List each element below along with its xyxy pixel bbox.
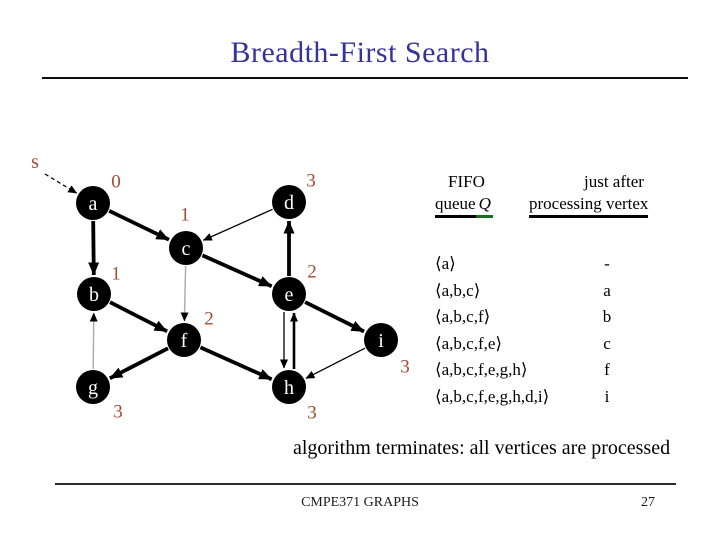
queue-contents: ⟨a,b,c,f⟩ <box>435 307 491 327</box>
queue-word: queue <box>435 194 476 218</box>
node-letter-c: c <box>182 238 191 260</box>
edge-f-h <box>199 345 273 381</box>
edge-b-f <box>109 300 168 334</box>
queue-contents: ⟨a⟩ <box>435 254 456 273</box>
graph-node-e <box>272 277 306 311</box>
graph-node-b <box>77 277 111 311</box>
queue-row: ⟨a,b,c⟩ a <box>435 278 655 305</box>
node-letter-h: h <box>284 377 294 399</box>
edge-a-b <box>88 220 100 276</box>
processed-vertex: a <box>603 280 611 300</box>
queue-contents: ⟨a,b,c,f,e⟩ <box>435 333 503 353</box>
termination-caption: algorithm terminates: all vertices are p… <box>293 437 671 459</box>
footer-course-label: CMPE371 GRAPHS <box>301 495 419 510</box>
processed-vertex: b <box>602 307 612 327</box>
graph-node-d <box>272 185 306 219</box>
node-letter-g: g <box>88 377 98 399</box>
edge-g-b <box>89 312 98 370</box>
queue-row: ⟨a,b,c,f,e,g,h,d,i⟩ i <box>435 384 655 411</box>
node-letter-i: i <box>378 330 384 352</box>
queue-contents: ⟨a,b,c,f,e,g,h⟩ <box>435 360 528 380</box>
processed-vertex: f <box>604 360 610 380</box>
graph-node-a <box>76 186 110 220</box>
distance-label-i: 3 <box>400 357 410 378</box>
edge-a-c <box>108 209 170 242</box>
edge-f-g <box>109 346 169 380</box>
distance-label-d: 3 <box>306 171 316 192</box>
processed-vertex: - <box>604 254 610 273</box>
queue-row: ⟨a,b,c,f,e⟩ c <box>435 331 655 358</box>
queue-row: ⟨a,b,c,f,e,g,h⟩ f <box>435 357 655 384</box>
distance-label-g: 3 <box>113 402 123 423</box>
edge-s-a <box>44 173 78 194</box>
distance-label-b: 1 <box>111 264 121 285</box>
graph-node-i <box>364 323 398 357</box>
edge-e-i <box>304 300 365 334</box>
queue-rows: ⟨a⟩-⟨a,b,c⟩a⟨a,b,c,f⟩b⟨a,b,c,f,e⟩c⟨a,b,c… <box>435 251 655 411</box>
edge-c-e <box>201 253 273 288</box>
queue-header-processing-vertex: processing vertex <box>529 194 649 218</box>
title-divider <box>42 77 688 79</box>
node-letter-f: f <box>181 330 188 352</box>
edge-d-c <box>202 208 273 241</box>
processed-vertex: c <box>603 333 611 353</box>
footer-page-number: 27 <box>641 495 655 510</box>
footer-divider <box>55 483 676 485</box>
queue-contents: ⟨a,b,c,f,e,g,h,d,i⟩ <box>435 386 550 406</box>
edge-c-f <box>180 265 189 322</box>
node-letter-d: d <box>284 192 294 214</box>
edge-i-h <box>305 347 366 379</box>
source-label: s <box>31 151 39 173</box>
queue-row: ⟨a⟩ - <box>435 251 655 278</box>
node-letter-e: e <box>285 284 294 306</box>
queue-header-just-after: just after <box>584 172 644 191</box>
graph-node-h <box>272 370 306 404</box>
slide-title: Breadth-First Search <box>230 36 490 69</box>
queue-q-symbol: Q <box>475 194 493 218</box>
queue-contents: ⟨a,b,c⟩ <box>435 280 481 300</box>
distance-label-c: 1 <box>180 205 190 226</box>
node-letter-b: b <box>89 284 99 306</box>
distance-label-e: 2 <box>307 262 317 283</box>
graph-node-c <box>169 231 203 265</box>
distance-label-h: 3 <box>307 403 317 424</box>
graph-node-g <box>76 370 110 404</box>
distance-label-a: 0 <box>111 172 121 193</box>
processed-vertex: i <box>604 386 610 406</box>
distance-label-f: 2 <box>204 309 214 330</box>
queue-header-fifo: FIFO <box>448 172 485 191</box>
queue-row: ⟨a,b,c,f⟩ b <box>435 304 655 331</box>
graph-node-f <box>167 323 201 357</box>
node-letter-a: a <box>89 193 98 215</box>
